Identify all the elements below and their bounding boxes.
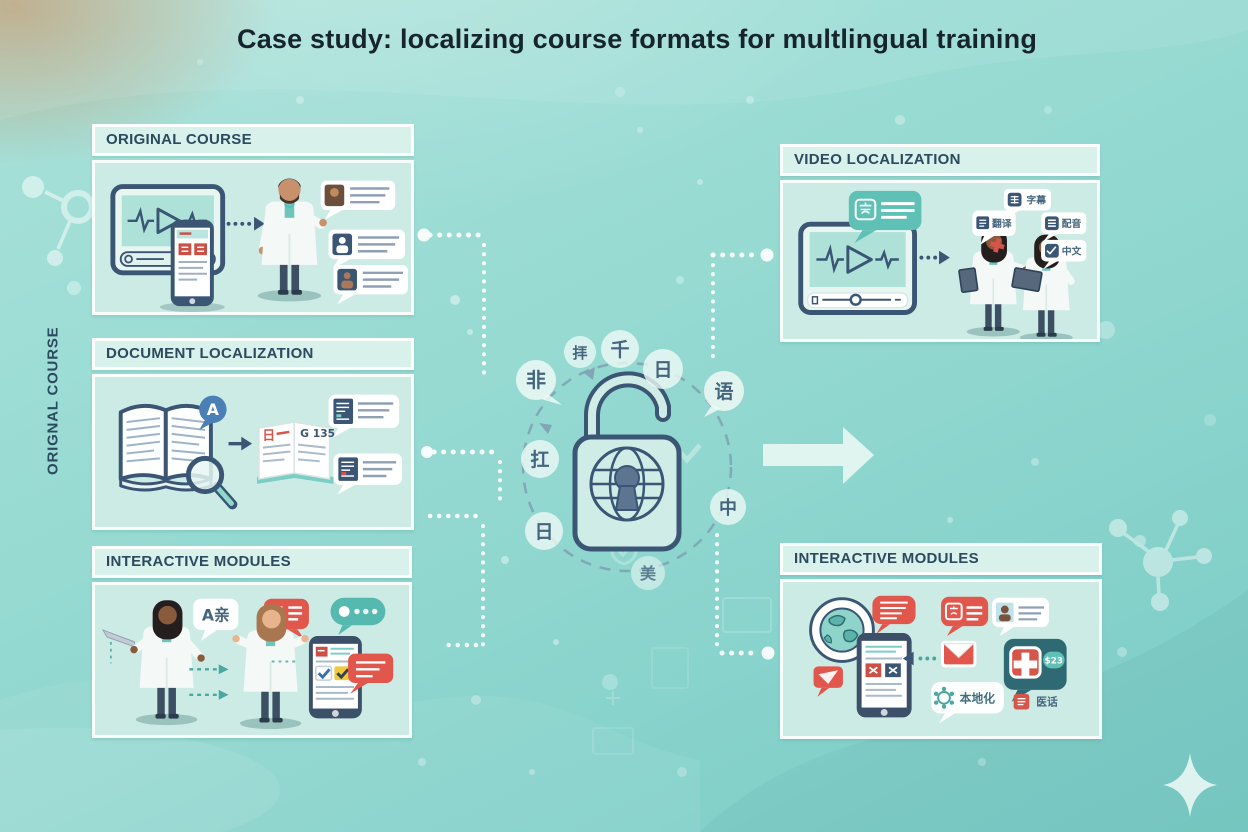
- medical-cross-icon: [989, 237, 1005, 253]
- char-bubble-3: 千: [610, 339, 629, 361]
- panel-original-course: ORIGINAL COURSE: [92, 124, 414, 315]
- panel-document-localization-title: DOCUMENT LOCALIZATION: [106, 345, 314, 362]
- panel-interactive-modules-right-body: $23 医话 本地化: [780, 579, 1102, 739]
- envelope-icon: [941, 640, 977, 668]
- pointer-tool: [101, 629, 135, 648]
- char-bubble-7: 日: [534, 521, 553, 543]
- panel-original-course-title: ORIGINAL COURSE: [106, 131, 252, 148]
- panel-original-course-body: [92, 160, 414, 315]
- char-bubble-9: 中: [719, 497, 737, 519]
- typing-dots-bubble: [330, 597, 386, 635]
- red-chat-bubble: [348, 653, 394, 694]
- molecule-icon-left: [22, 176, 95, 295]
- medical-chat-bubble: $23: [1003, 638, 1067, 702]
- language-bubble: A亲: [193, 598, 239, 641]
- red-mail-bubble: [813, 666, 843, 697]
- panel-video-localization-body: 翻译 字幕 配音: [780, 180, 1100, 342]
- flower-bubble-text: 本地化: [960, 692, 996, 706]
- panel-interactive-modules-right: INTERACTIVE MODULES: [780, 543, 1102, 739]
- dashed-arrows: [109, 641, 300, 700]
- chat-bubble-3: [333, 264, 408, 305]
- flow-arrow: [763, 427, 874, 484]
- language-bubble-text: A亲: [202, 605, 230, 624]
- translate-a-text: A: [207, 400, 220, 419]
- sparkle-icon: [1163, 753, 1217, 817]
- woman-figure-1: [130, 600, 205, 726]
- translated-book-illustration: 日 G 135: [256, 421, 335, 484]
- speech-bubble-2: 配音: [1041, 212, 1087, 242]
- side-label-original-course: ORIGNAL COURSE: [44, 326, 62, 476]
- panel-interactive-modules-left-header: INTERACTIVE MODULES: [92, 546, 412, 578]
- left-arrow-icon: [902, 651, 937, 666]
- content-phone-illustration: [856, 633, 912, 718]
- red-badge-label: 医话: [1013, 693, 1058, 710]
- char-bubble-5: 语: [714, 381, 733, 403]
- woman-figure-2: [232, 604, 309, 730]
- dotted-arrow-icon: [226, 216, 265, 231]
- dotted-connectors: [417, 228, 775, 660]
- panel-video-localization-title: VIDEO LOCALIZATION: [794, 151, 961, 168]
- panel-document-localization-body: A 日 G 135: [92, 374, 414, 530]
- unlocked-globe-padlock-icon: [521, 361, 733, 573]
- panel-document-localization: DOCUMENT LOCALIZATION: [92, 338, 414, 530]
- speech-bubble-3: 中文: [1041, 239, 1087, 270]
- doc-bubble-2: [333, 453, 403, 495]
- price-bubble-text: $23: [1045, 656, 1063, 666]
- chat-bubble-2: [328, 229, 405, 269]
- panel-interactive-modules-right-title: INTERACTIVE MODULES: [794, 550, 979, 567]
- panel-interactive-modules-left-title: INTERACTIVE MODULES: [106, 553, 291, 570]
- panel-interactive-modules-left: INTERACTIVE MODULES: [92, 546, 412, 738]
- speech-1-text: 字幕: [1026, 194, 1046, 207]
- speech-left-text: 翻译: [992, 217, 1012, 230]
- panel-interactive-modules-left-body: A亲: [92, 582, 412, 738]
- doctor-figure: [257, 178, 327, 302]
- flower-bubble: 本地化: [931, 682, 1004, 724]
- char-bubble-4: 日: [653, 359, 672, 381]
- language-char-bubbles: 非 拝 千 日 语 扛 日 美 中: [516, 330, 746, 590]
- char-bubble-1: 非: [526, 368, 546, 392]
- doc-bubble-1: [328, 394, 400, 438]
- speech-bubble-left: 翻译: [972, 210, 1016, 245]
- chat-bubble-1: [320, 180, 396, 220]
- magnifier-icon: [185, 455, 238, 510]
- translate-a-badge: A: [199, 395, 227, 430]
- page-title: Case study: localizing course formats fo…: [237, 24, 1038, 54]
- panel-document-localization-header: DOCUMENT LOCALIZATION: [92, 338, 414, 370]
- panel-video-localization-header: VIDEO LOCALIZATION: [780, 144, 1100, 176]
- open-book-illustration: [118, 403, 238, 510]
- char-bubble-8: 美: [640, 564, 657, 583]
- teal-subtitle-bubble: [848, 190, 922, 243]
- speech-3-text: 中文: [1062, 245, 1082, 258]
- translated-char: 日: [262, 429, 275, 444]
- red-badge-text: 医话: [1036, 696, 1058, 709]
- molecule-icon-right: [1109, 510, 1212, 611]
- red-bubble-top: [872, 595, 916, 634]
- video-player-illustration: [798, 221, 917, 315]
- phone-illustration: [159, 219, 225, 312]
- dotted-arrow-icon: [919, 250, 950, 265]
- avatar-bubble: [992, 597, 1049, 636]
- speech-bubble-1: 字幕: [1003, 188, 1051, 219]
- woman-figure-a: [958, 228, 1029, 337]
- speech-2-text: 配音: [1062, 217, 1082, 230]
- char-bubble-2: 拝: [572, 344, 587, 362]
- panel-interactive-modules-right-header: INTERACTIVE MODULES: [780, 543, 1102, 575]
- small-arrow-icon: [228, 436, 253, 451]
- char-bubble-6: 扛: [530, 448, 549, 471]
- panel-original-course-header: ORIGINAL COURSE: [92, 124, 414, 156]
- panel-video-localization: VIDEO LOCALIZATION: [780, 144, 1100, 342]
- red-translate-bubble: [941, 596, 989, 636]
- translated-code: G 135: [300, 427, 335, 440]
